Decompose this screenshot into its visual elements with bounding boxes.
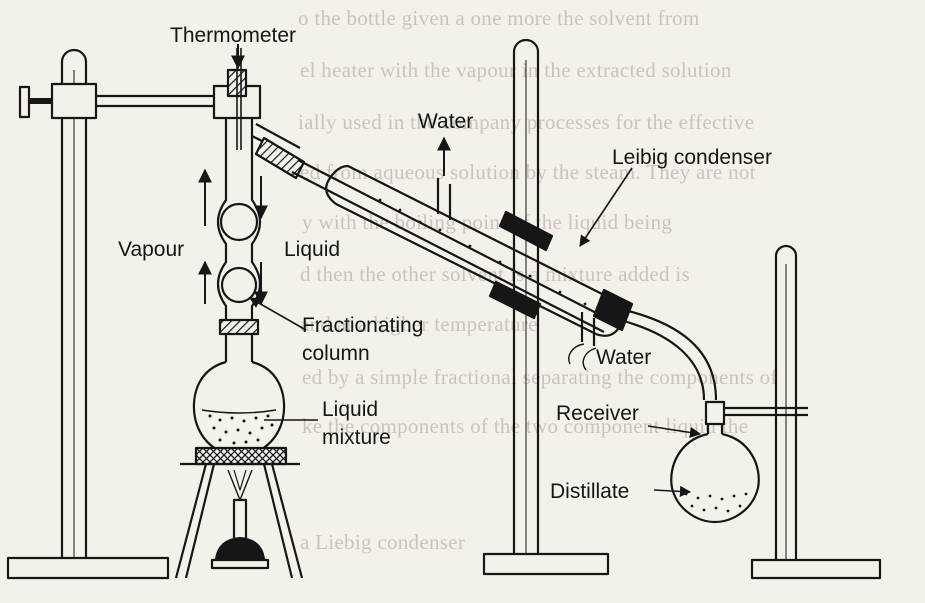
label-liquid: Liquid (284, 238, 340, 262)
right-retort-stand (722, 246, 880, 578)
label-vapour: Vapour (118, 238, 184, 262)
label-fractionating-column-1: Fractionating (302, 314, 423, 338)
left-retort-stand (8, 50, 216, 578)
label-liquid-mixture-2: mixture (322, 426, 391, 450)
tripod-and-burner (176, 448, 302, 578)
distillation-flask (194, 362, 284, 456)
label-water-inlet: Water (596, 346, 651, 370)
label-fractionating-column-2: column (302, 342, 370, 366)
label-thermometer: Thermometer (170, 24, 296, 48)
label-receiver: Receiver (556, 402, 639, 426)
label-leibig-condenser: Leibig condenser (612, 146, 772, 170)
label-water-outlet: Water (418, 110, 473, 134)
label-liquid-mixture-1: Liquid (322, 398, 378, 422)
label-distillate: Distillate (550, 480, 629, 504)
receiver-flask (671, 402, 759, 522)
